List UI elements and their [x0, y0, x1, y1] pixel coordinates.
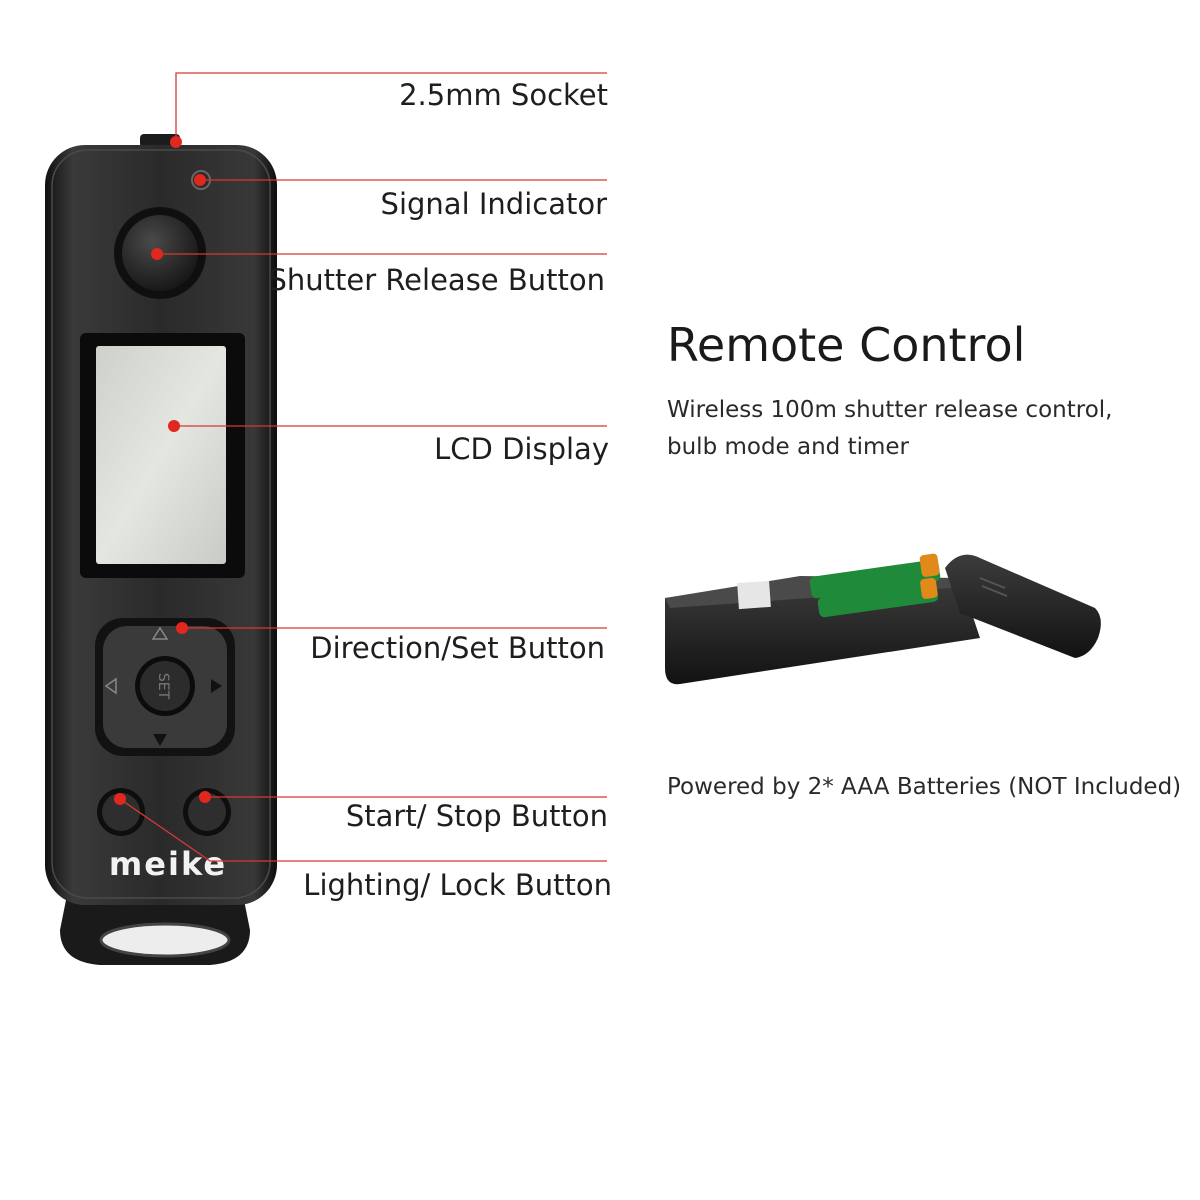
- signal-indicator-label: Signal Indicator: [380, 187, 607, 221]
- power-note: Powered by 2* AAA Batteries (NOT Include…: [667, 774, 1182, 800]
- description-line-1: Wireless 100m shutter release control,: [667, 397, 1113, 423]
- direction-set-label: Direction/Set Button: [310, 631, 605, 665]
- lcd-display-label: LCD Display: [434, 432, 609, 466]
- shutter-release-label: Shutter Release Button: [268, 263, 605, 297]
- start-stop-label: Start/ Stop Button: [345, 799, 608, 833]
- description-line-2: bulb mode and timer: [667, 434, 910, 460]
- socket-label: 2.5mm Socket: [399, 78, 608, 112]
- product-title: Remote Control: [667, 318, 1026, 372]
- lighting-lock-label: Lighting/ Lock Button: [303, 868, 612, 902]
- battery-compartment-image: [665, 553, 1101, 685]
- meike-logo: meike: [109, 845, 227, 883]
- set-label: SET: [155, 673, 171, 700]
